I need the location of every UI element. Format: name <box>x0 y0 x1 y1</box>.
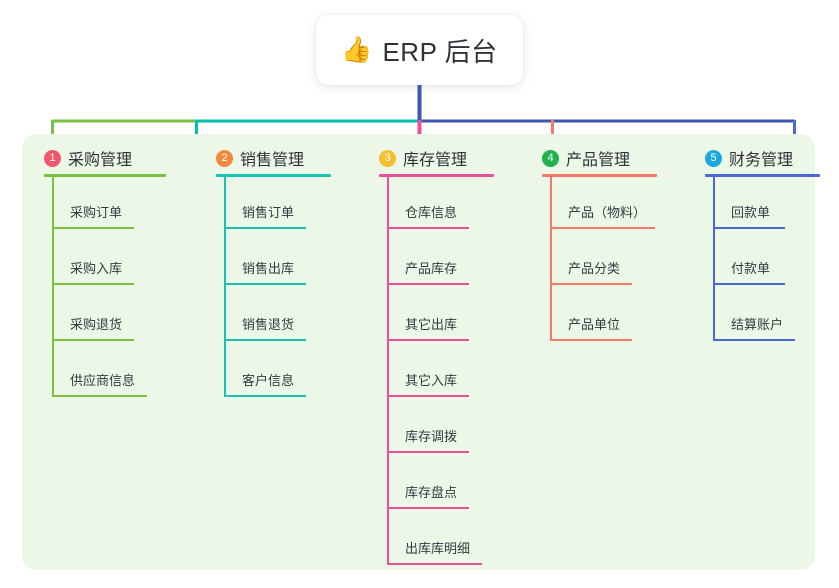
diagram-board <box>22 134 815 570</box>
column-header-5[interactable]: 5 财务管理 <box>705 146 793 170</box>
leaf-label: 产品库存 <box>405 261 458 276</box>
column-badge-1: 1 <box>44 149 61 167</box>
leaf-rule <box>550 339 632 341</box>
leaf-rule <box>550 227 655 229</box>
leaf-rule <box>224 283 306 285</box>
leaf-label: 产品（物料） <box>568 205 647 220</box>
column-header-3[interactable]: 3 库存管理 <box>379 146 467 170</box>
leaf-rule <box>387 227 469 229</box>
column-title-2: 销售管理 <box>240 152 305 169</box>
column-badge-4: 4 <box>542 149 559 167</box>
leaf-label: 供应商信息 <box>70 373 136 388</box>
column-spine-2 <box>224 175 226 397</box>
column-spine-1 <box>52 175 54 397</box>
column-inventory-management: 3 库存管理 仓库信息 产品库存 其它出库 其它入库 库存调拨 <box>357 134 520 570</box>
leaf-label: 库存调拨 <box>405 429 458 444</box>
leaf-rule <box>52 227 134 229</box>
leaf-label: 付款单 <box>731 261 771 276</box>
leaf-label: 采购退货 <box>70 317 123 332</box>
column-rule-5 <box>705 174 820 177</box>
column-purchase-management: 1 采购管理 采购订单 采购入库 采购退货 供应商信息 <box>22 134 194 570</box>
column-header-2[interactable]: 2 销售管理 <box>216 146 304 170</box>
leaf-rule <box>52 339 134 341</box>
leaf-rule <box>713 283 785 285</box>
leaf-rule <box>387 283 469 285</box>
column-badge-3: 3 <box>379 149 396 167</box>
leaf-label: 销售出库 <box>242 261 295 276</box>
column-title-1: 采购管理 <box>68 152 133 169</box>
leaf-label: 仓库信息 <box>405 205 458 220</box>
leaf-rule <box>713 339 795 341</box>
leaf-label: 回款单 <box>731 205 771 220</box>
leaf-rule <box>52 395 147 397</box>
column-header-4[interactable]: 4 产品管理 <box>542 146 630 170</box>
leaf-rule <box>550 283 632 285</box>
leaf-rule <box>387 339 469 341</box>
leaf-label: 客户信息 <box>242 373 295 388</box>
leaf-label: 产品分类 <box>568 261 621 276</box>
column-finance-management: 5 财务管理 回款单 付款单 结算账户 <box>683 134 820 570</box>
leaf-label: 产品单位 <box>568 317 621 332</box>
leaf-rule <box>387 451 469 453</box>
column-product-management: 4 产品管理 产品（物料） 产品分类 产品单位 <box>520 134 683 570</box>
thumbs-up-icon: 👍 <box>341 35 373 64</box>
leaf-label: 其它入库 <box>405 373 458 388</box>
column-container: 1 采购管理 采购订单 采购入库 采购退货 供应商信息 <box>22 134 820 570</box>
root-node-erp-backend[interactable]: 👍 ERP 后台 <box>316 15 523 85</box>
column-header-1[interactable]: 1 采购管理 <box>44 146 132 170</box>
column-rule-3 <box>379 174 494 177</box>
leaf-label: 其它出库 <box>405 317 458 332</box>
root-node-title: ERP 后台 <box>382 36 498 67</box>
leaf-label: 库存盘点 <box>405 485 458 500</box>
leaf-label: 采购订单 <box>70 205 123 220</box>
leaf-label: 采购入库 <box>70 261 123 276</box>
column-rule-4 <box>542 174 657 177</box>
column-sales-management: 2 销售管理 销售订单 销售出库 销售退货 客户信息 <box>194 134 357 570</box>
column-spine-3 <box>387 175 389 565</box>
column-badge-2: 2 <box>216 149 233 167</box>
leaf-rule <box>387 395 469 397</box>
column-title-3: 库存管理 <box>403 152 468 169</box>
leaf-rule <box>224 339 306 341</box>
leaf-rule <box>224 395 306 397</box>
leaf-label: 销售订单 <box>242 205 295 220</box>
column-spine-4 <box>550 175 552 341</box>
leaf-rule <box>52 283 134 285</box>
column-rule-1 <box>44 174 166 177</box>
column-title-5: 财务管理 <box>729 152 794 169</box>
column-badge-5: 5 <box>705 149 722 167</box>
leaf-rule <box>387 507 469 509</box>
leaf-rule <box>713 227 785 229</box>
column-title-4: 产品管理 <box>566 152 631 169</box>
leaf-rule <box>224 227 306 229</box>
column-rule-2 <box>216 174 331 177</box>
leaf-label: 销售退货 <box>242 317 295 332</box>
leaf-label: 结算账户 <box>731 317 784 332</box>
leaf-label: 出库库明细 <box>405 541 471 556</box>
column-spine-5 <box>713 175 715 341</box>
leaf-rule <box>387 563 482 565</box>
